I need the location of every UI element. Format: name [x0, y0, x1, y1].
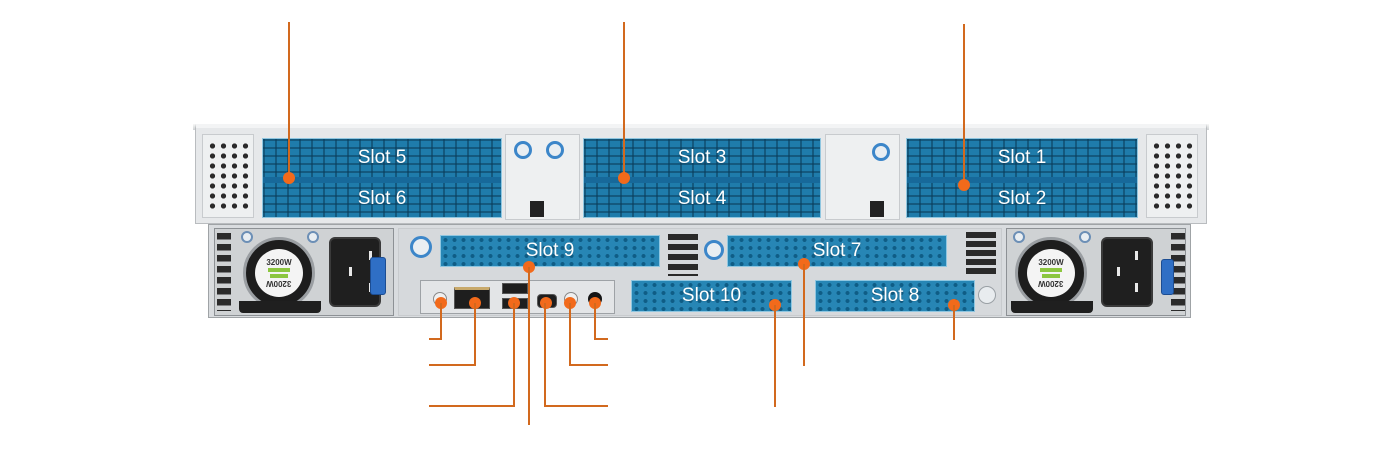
psu-release-latch[interactable] [370, 257, 386, 295]
psu-right: 3200W 3200W [1006, 228, 1186, 316]
bracket-slot [530, 201, 544, 217]
leader-line-mini-dp [544, 405, 608, 407]
slot-1[interactable]: Slot 1 [906, 141, 1138, 175]
callout-dot-slot-5-6 [283, 172, 295, 184]
leader-line-rj45 [474, 303, 476, 366]
leader-line-audio-jack [594, 303, 596, 340]
psu-screw-icon [1079, 231, 1091, 243]
psu-screw-icon [241, 231, 253, 243]
slot-7-label: Slot 7 [812, 240, 862, 261]
leader-line-audio-jack [594, 338, 608, 340]
riser-cage-slots-1-2 [906, 138, 1138, 218]
slot-4-label: Slot 4 [677, 188, 727, 209]
slot-10[interactable]: Slot 10 [631, 280, 792, 312]
leader-line-mini-dp [544, 303, 546, 407]
left-vent-panel [202, 134, 254, 218]
slot-10-label: Slot 10 [681, 285, 742, 306]
leader-line-slot-8 [953, 305, 955, 340]
leader-line-slot-3-4 [623, 22, 625, 178]
leader-line-slot-7 [803, 264, 805, 366]
usb-port-upper[interactable] [502, 283, 528, 294]
thumbscrew-icon[interactable] [410, 236, 432, 258]
leader-line-power-button [440, 303, 442, 340]
leader-line-power-button [429, 338, 442, 340]
psu-screw-icon [307, 231, 319, 243]
power-socket-icon[interactable] [1101, 237, 1153, 307]
slot-6-label: Slot 6 [357, 188, 407, 209]
riser-cage-slots-5-6 [262, 138, 502, 218]
vent-holes [668, 234, 698, 276]
screw-icon [978, 286, 996, 304]
slot-2-label: Slot 2 [997, 188, 1047, 209]
leader-line-slot-5-6 [288, 22, 290, 178]
slot-8[interactable]: Slot 8 [815, 280, 975, 312]
slot-2[interactable]: Slot 2 [906, 182, 1138, 216]
riser-bracket-right [825, 134, 900, 220]
psu-rating-top: 3200W [266, 258, 292, 267]
psu-rating-bottom: 3200W [266, 279, 292, 288]
leader-line-id-button [569, 364, 608, 366]
vent-holes [966, 232, 996, 276]
thumbscrew-icon[interactable] [546, 141, 564, 159]
callout-dot-slot-3-4 [618, 172, 630, 184]
slot-9-label: Slot 9 [525, 240, 575, 261]
slot-3[interactable]: Slot 3 [583, 141, 821, 175]
thumbscrew-icon[interactable] [872, 143, 890, 161]
slot-6[interactable]: Slot 6 [262, 182, 502, 216]
psu-handle[interactable] [1011, 301, 1093, 313]
psu-rating-bottom: 3200W [1038, 279, 1064, 288]
slot-4[interactable]: Slot 4 [583, 182, 821, 216]
slot-9[interactable]: Slot 9 [440, 235, 660, 267]
leader-line-usb [429, 405, 515, 407]
leader-line-id-button [569, 303, 571, 366]
psu-screw-icon [1013, 231, 1025, 243]
callout-dot-mini-dp [540, 297, 552, 309]
bracket-slot [870, 201, 884, 217]
slot-8-label: Slot 8 [870, 285, 920, 306]
psu-fan-icon: 3200W 3200W [1015, 237, 1087, 309]
riser-bracket-left [505, 134, 580, 220]
slot-5[interactable]: Slot 5 [262, 141, 502, 175]
thumbscrew-icon[interactable] [514, 141, 532, 159]
leader-line-rj45 [429, 364, 476, 366]
psu-rating-top: 3200W [1038, 258, 1064, 267]
leader-line-slot-9 [528, 267, 530, 425]
callout-dot-slot-1-2 [958, 179, 970, 191]
slot-3-label: Slot 3 [677, 147, 727, 168]
psu-left: 3200W 3200W [214, 228, 394, 316]
psu-vent [217, 233, 231, 311]
psu-release-latch[interactable] [1161, 259, 1174, 295]
slot-7[interactable]: Slot 7 [727, 235, 947, 267]
psu-fan-icon: 3200W 3200W [243, 237, 315, 309]
psu-handle[interactable] [239, 301, 321, 313]
leader-line-slot-10 [774, 305, 776, 407]
leader-line-usb [513, 303, 515, 407]
right-vent-panel [1146, 134, 1198, 218]
thumbscrew-icon[interactable] [704, 240, 724, 260]
slot-5-label: Slot 5 [357, 147, 407, 168]
leader-line-slot-1-2 [963, 24, 965, 184]
slot-1-label: Slot 1 [997, 147, 1047, 168]
psu-vent [1171, 233, 1185, 311]
